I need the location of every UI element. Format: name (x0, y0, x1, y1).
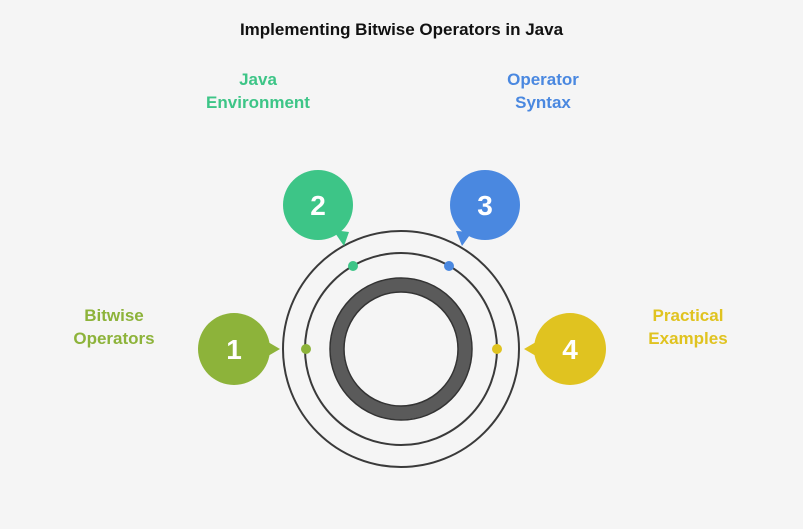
center-ring-outline-outer (329, 277, 473, 421)
center-ring-outline-inner (343, 291, 459, 407)
step-2-marker: 2 (283, 170, 353, 246)
step-1-marker: 1 (198, 313, 280, 385)
step-2-label: Java Environment (186, 68, 330, 114)
step-4-number: 4 (562, 334, 578, 365)
step-1-dot (301, 344, 311, 354)
outer-ring (282, 230, 520, 468)
step-4-label-line2: Examples (648, 329, 728, 348)
step-4-label: Practical Examples (624, 304, 752, 350)
step-1-label: Bitwise Operators (50, 304, 178, 350)
step-3-marker: 3 (450, 170, 520, 246)
step-1-number: 1 (226, 334, 242, 365)
step-3-number: 3 (477, 190, 493, 221)
center-ring (330, 278, 472, 420)
step-4-label-line1: Practical (652, 306, 724, 325)
step-3-dot (444, 261, 454, 271)
step-3-label-line2: Syntax (515, 93, 571, 112)
step-1-label-line2: Operators (73, 329, 155, 348)
step-3-label-line1: Operator (507, 70, 579, 89)
step-4-dot (492, 344, 502, 354)
step-2-label-line2: Environment (206, 93, 310, 112)
step-2-label-line1: Java (239, 70, 277, 89)
step-1-label-line1: Bitwise (84, 306, 144, 325)
step-2-number: 2 (310, 190, 326, 221)
diagram-title: Implementing Bitwise Operators in Java (239, 20, 564, 39)
step-2-dot (348, 261, 358, 271)
step-3-label: Operator Syntax (478, 68, 608, 114)
step-4-marker: 4 (524, 313, 606, 385)
